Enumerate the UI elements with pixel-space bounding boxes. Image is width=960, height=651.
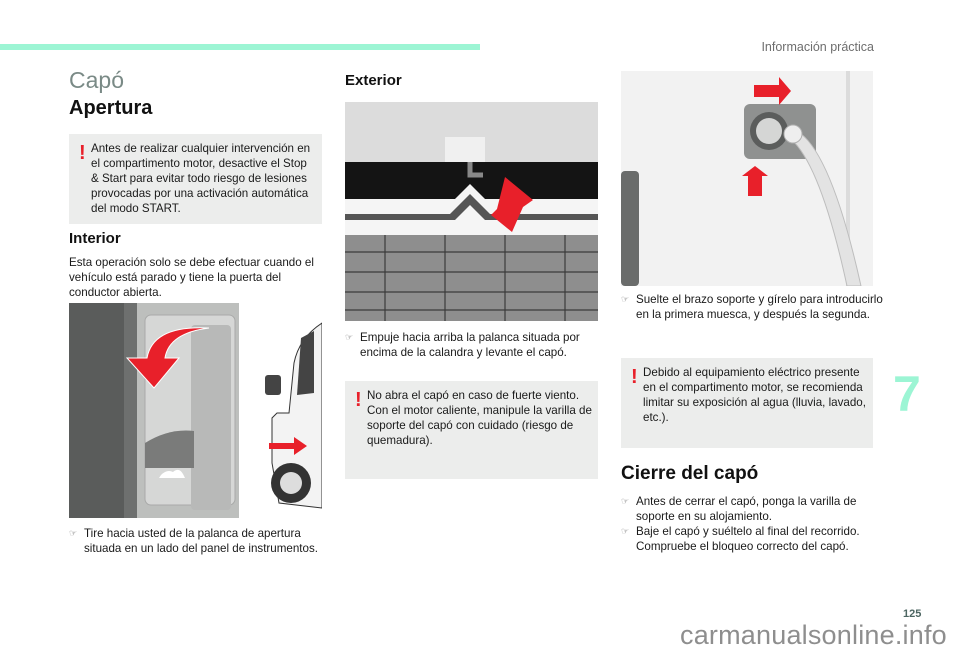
interior-lever-image xyxy=(69,303,322,518)
warning-box-water: ! Debido al equipamiento eléctrico prese… xyxy=(621,358,873,448)
pointing-hand-icon: ☞ xyxy=(621,496,630,506)
warning-text: Antes de realizar cualquier intervención… xyxy=(91,142,311,215)
support-arm-image xyxy=(621,71,873,286)
heading-exterior: Exterior xyxy=(345,72,402,89)
exterior-grille-image xyxy=(345,102,598,321)
warning-box-wind: ! No abra el capó en caso de fuerte vien… xyxy=(345,381,598,479)
header-accent-bar xyxy=(0,44,480,50)
warning-box-stop-start: ! Antes de realizar cualquier intervenci… xyxy=(69,134,322,224)
step-text: Suelte el brazo soporte y gírelo para in… xyxy=(636,293,883,321)
page-title: Capó xyxy=(69,67,124,93)
warning-text: Debido al equipamiento eléctrico present… xyxy=(643,366,866,424)
chapter-number: 7 xyxy=(893,366,921,422)
step-text: Antes de cerrar el capó, ponga la varill… xyxy=(636,495,857,523)
interior-intro: Esta operación solo se debe efectuar cua… xyxy=(69,256,314,299)
step-close-1: ☞ Antes de cerrar el capó, ponga la vari… xyxy=(621,494,886,524)
pointing-hand-icon: ☞ xyxy=(69,528,78,538)
exclamation-icon: ! xyxy=(355,389,362,411)
step-text: Baje el capó y suéltelo al final del rec… xyxy=(636,525,860,553)
step-text: Tire hacia usted de la palanca de apertu… xyxy=(84,527,318,555)
step-pull-lever: ☞ Tire hacia usted de la palanca de aper… xyxy=(69,526,339,556)
warning-text: No abra el capó en caso de fuerte viento… xyxy=(367,389,592,447)
exclamation-icon: ! xyxy=(631,366,638,388)
step-close-2: ☞ Baje el capó y suéltelo al final del r… xyxy=(621,524,886,554)
section-label: Información práctica xyxy=(761,40,874,54)
page-number: 125 xyxy=(903,608,922,620)
heading-apertura: Apertura xyxy=(69,97,153,119)
heading-cierre: Cierre del capó xyxy=(621,463,759,484)
heading-interior: Interior xyxy=(69,230,121,247)
exclamation-icon: ! xyxy=(79,142,86,164)
step-release-arm: ☞ Suelte el brazo soporte y gírelo para … xyxy=(621,292,886,322)
pointing-hand-icon: ☞ xyxy=(621,526,630,536)
step-push-lever: ☞ Empuje hacia arriba la palanca situada… xyxy=(345,330,605,360)
watermark: carmanualsonline.info xyxy=(680,620,947,650)
pointing-hand-icon: ☞ xyxy=(345,332,354,342)
step-text: Empuje hacia arriba la palanca situada p… xyxy=(360,331,580,359)
pointing-hand-icon: ☞ xyxy=(621,294,630,304)
